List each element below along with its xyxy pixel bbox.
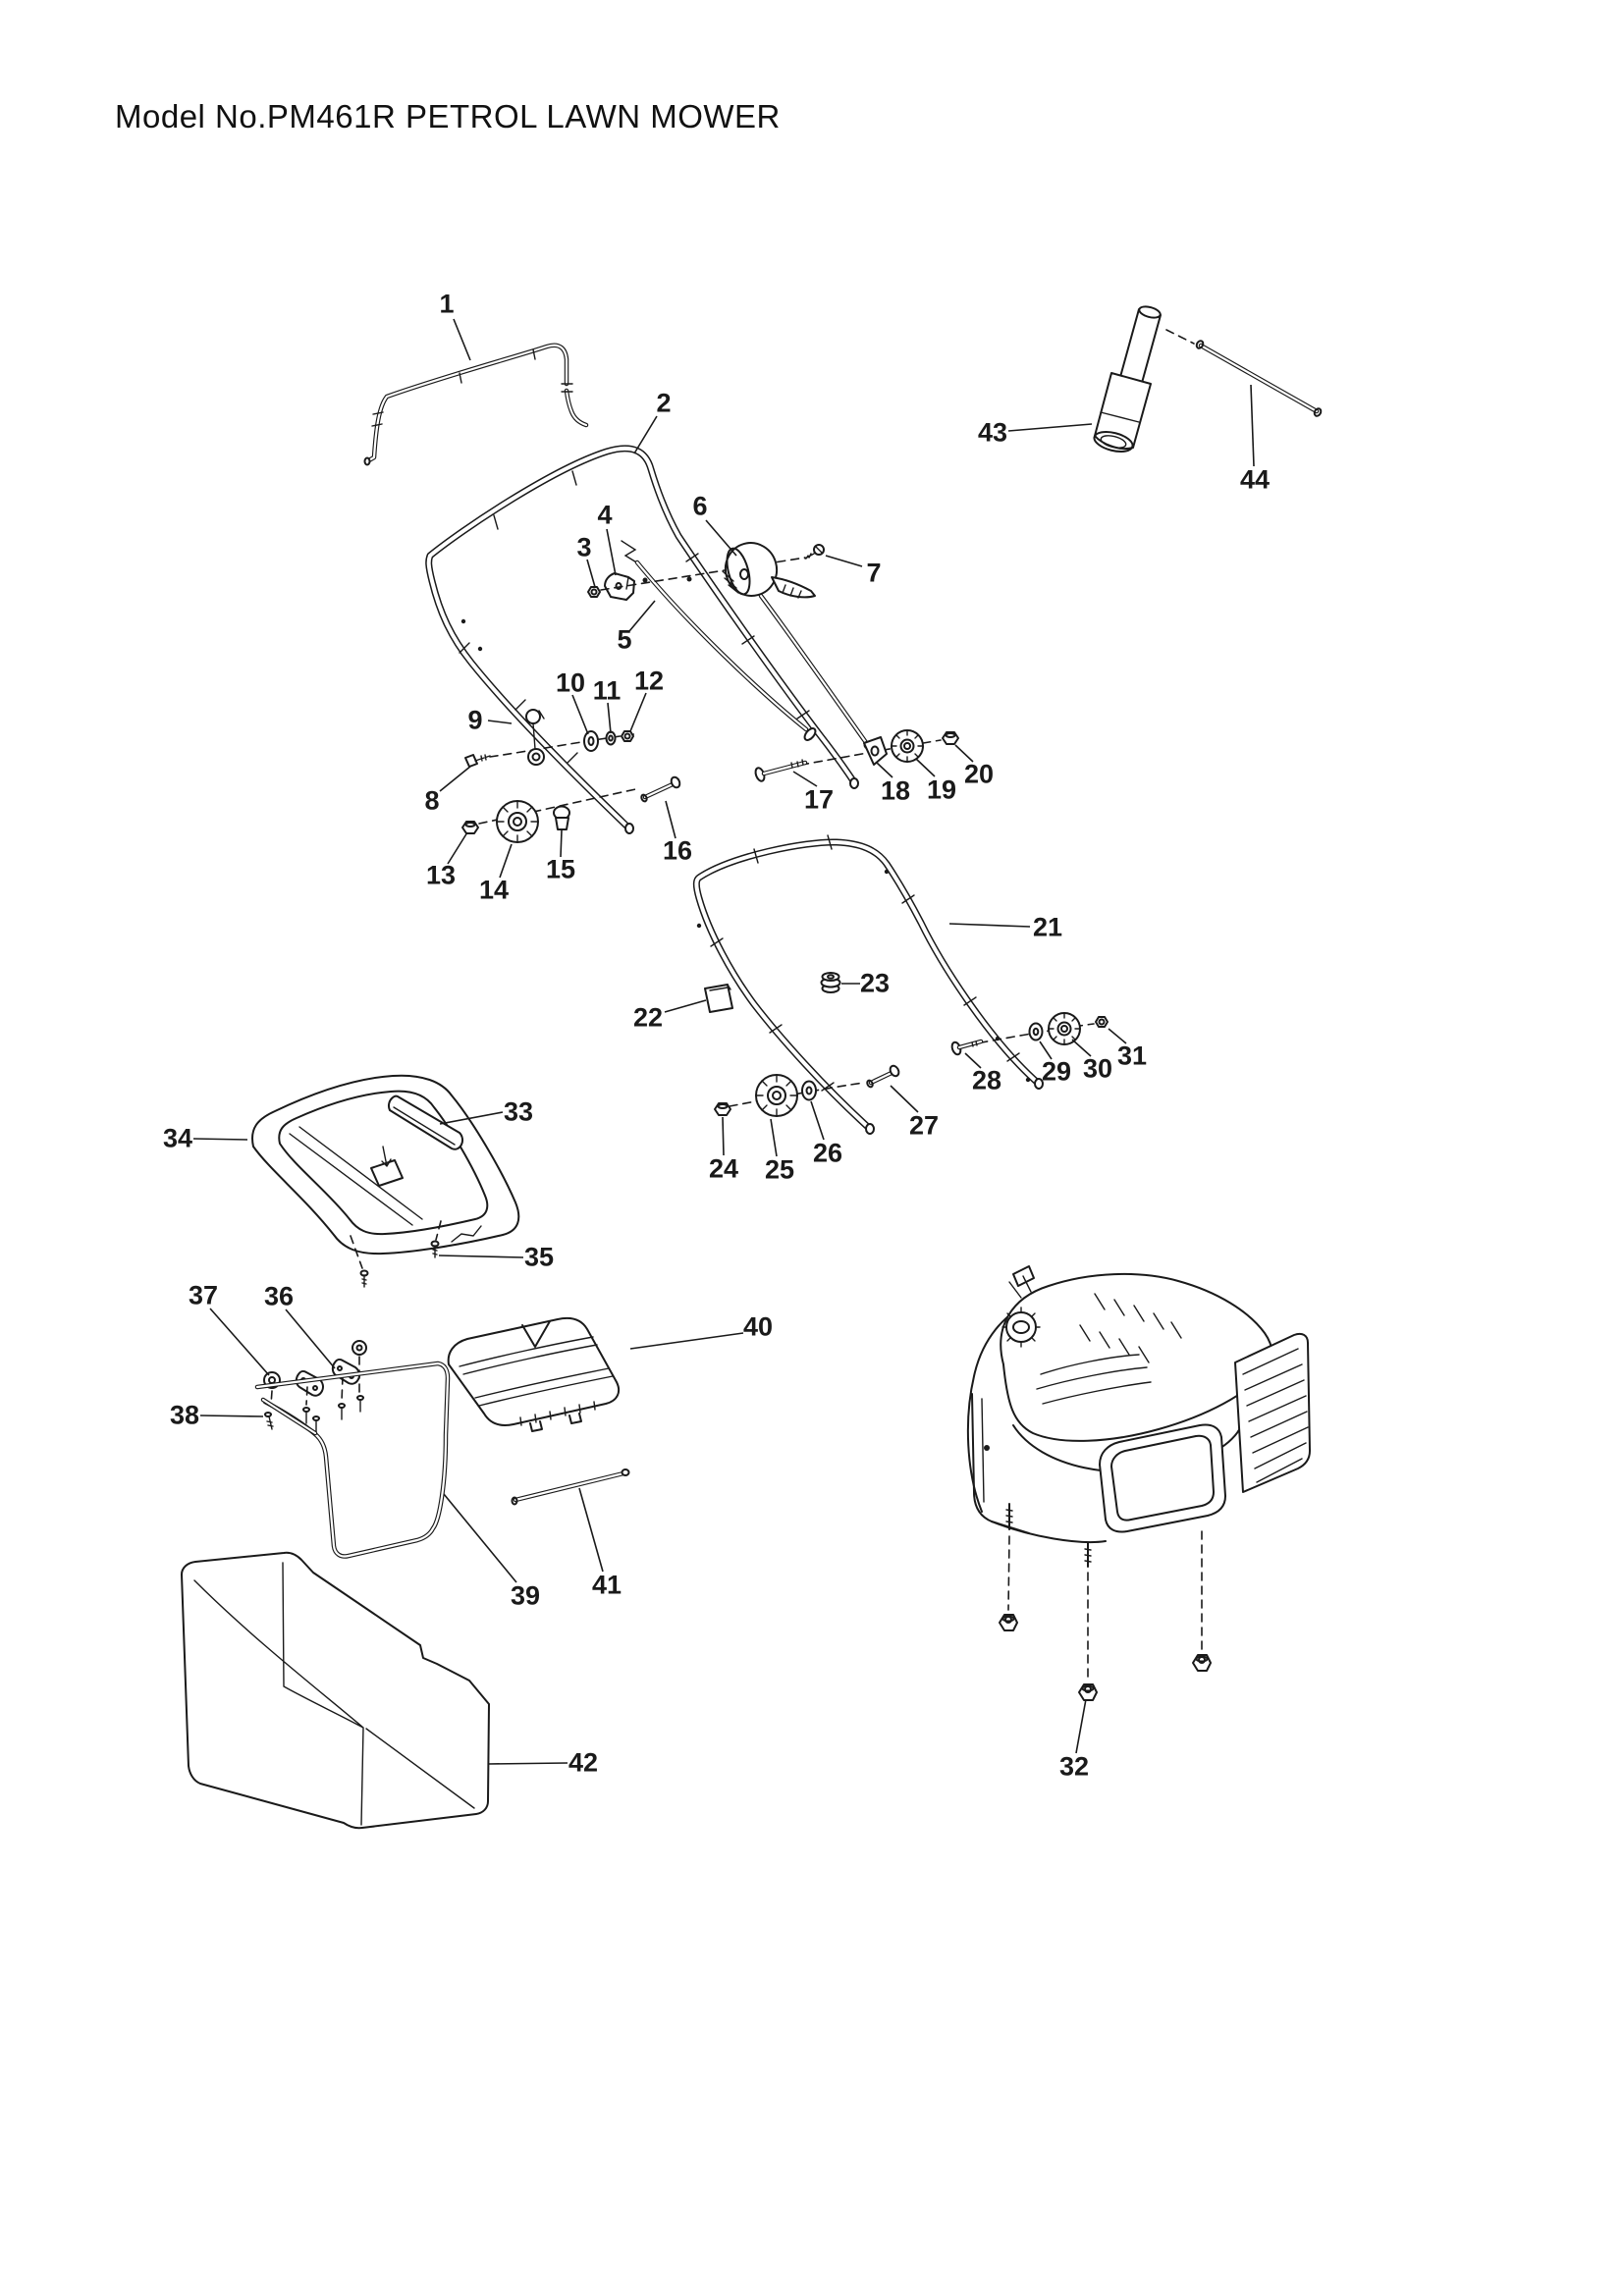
part-34-rear-cover bbox=[251, 1074, 520, 1255]
part-33-trim-strip bbox=[387, 1095, 464, 1150]
part-41-leader-line bbox=[578, 1487, 604, 1573]
part-25-leader-line bbox=[770, 1118, 778, 1157]
part-16-pin bbox=[640, 775, 681, 803]
part-39-bag-frame bbox=[254, 1361, 451, 1559]
part-13-leader-line bbox=[447, 831, 468, 865]
part-16-leader-line bbox=[665, 800, 676, 839]
part-42-grass-bag bbox=[181, 1551, 490, 1830]
part-22-leader-line bbox=[664, 999, 707, 1013]
part-19-star-wheel bbox=[891, 729, 924, 763]
part-22-cable-clip bbox=[704, 984, 733, 1013]
part-20-nut bbox=[942, 731, 959, 745]
part-43-leader-line bbox=[1007, 423, 1093, 432]
part-27-leader-line bbox=[890, 1085, 919, 1113]
part-8-leader-line bbox=[439, 765, 472, 792]
part-35-screws bbox=[350, 1220, 442, 1288]
part-5-leader-line bbox=[628, 600, 656, 632]
part-12-leader-line bbox=[629, 692, 647, 732]
part-25-star-knob bbox=[755, 1074, 798, 1117]
engine-assembly bbox=[966, 1265, 1311, 1682]
part-4-leader-line bbox=[606, 528, 617, 576]
frame-screws bbox=[270, 1356, 364, 1433]
part-6-throttle-lever bbox=[722, 542, 816, 599]
part-23-grommet bbox=[820, 972, 841, 993]
part-5-brake-cable bbox=[621, 540, 817, 741]
part-43-spark-plug-wrench bbox=[1093, 305, 1195, 453]
part-9-leader-line bbox=[487, 720, 513, 724]
part-14-leader-line bbox=[499, 843, 513, 879]
part-24-nut bbox=[714, 1102, 731, 1116]
part-21-lower-handle bbox=[692, 834, 1044, 1135]
part-18-spacer bbox=[863, 736, 888, 766]
part-14-star-knob bbox=[496, 800, 539, 843]
part-17-leader-line bbox=[792, 771, 818, 787]
part-34-leader-line bbox=[192, 1138, 248, 1141]
part-26-leader-line bbox=[810, 1100, 825, 1141]
assembly-axis-lower-left bbox=[729, 1082, 865, 1107]
part-15-carriage-bolt bbox=[553, 805, 570, 830]
part-33-leader-line bbox=[439, 1111, 504, 1125]
part-40-leader-line bbox=[629, 1332, 744, 1350]
part-36-leader-line bbox=[285, 1308, 336, 1369]
part-28-bolt bbox=[950, 1039, 984, 1056]
part-6-leader-line bbox=[705, 519, 737, 557]
part-3-leader-line bbox=[586, 559, 596, 588]
part-8-bolt bbox=[464, 754, 491, 768]
part-13-nut bbox=[461, 821, 479, 834]
part-35-leader-line bbox=[438, 1255, 524, 1258]
part-1-bail-bar bbox=[363, 343, 589, 466]
part-1-leader-line bbox=[453, 318, 471, 361]
throttle-cable bbox=[642, 576, 873, 750]
leader-lines-layer bbox=[192, 318, 1255, 1765]
part-42-leader-line bbox=[487, 1762, 568, 1765]
part-32-leader-line bbox=[1075, 1698, 1087, 1754]
part-41-rod bbox=[511, 1468, 630, 1506]
part-10-washer bbox=[583, 730, 599, 752]
part-30-leader-line bbox=[1071, 1039, 1092, 1057]
part-2-upper-handle bbox=[425, 445, 859, 834]
part-11-leader-line bbox=[607, 702, 612, 734]
part-30-star-wheel bbox=[1048, 1012, 1081, 1045]
part-28-leader-line bbox=[964, 1052, 982, 1069]
part-44-leader-line bbox=[1250, 384, 1255, 467]
part-drawings-layer bbox=[181, 305, 1323, 1830]
part-10-leader-line bbox=[571, 694, 589, 735]
part-19-leader-line bbox=[915, 758, 936, 777]
part-31-nut bbox=[1095, 1016, 1109, 1028]
part-7-screw bbox=[804, 544, 825, 560]
part-20-leader-line bbox=[954, 744, 974, 763]
part-21-leader-line bbox=[948, 923, 1031, 928]
part-29-washer bbox=[1028, 1022, 1044, 1041]
part-17-bolt bbox=[754, 759, 808, 782]
part-9-rope-guide bbox=[525, 709, 545, 766]
part-32-mounting-nuts bbox=[999, 1614, 1212, 1701]
part-3-nut bbox=[587, 586, 601, 598]
assembly-axis-upper-left bbox=[489, 733, 635, 758]
part-11-washer bbox=[605, 730, 617, 746]
part-38-leader-line bbox=[199, 1415, 264, 1417]
part-26-washer bbox=[801, 1080, 817, 1101]
part-27-pin bbox=[866, 1064, 900, 1089]
part-31-leader-line bbox=[1108, 1028, 1127, 1044]
part-39-leader-line bbox=[443, 1493, 517, 1583]
part-37-leader-line bbox=[209, 1308, 270, 1376]
part-38-screw bbox=[264, 1412, 274, 1430]
part-12-nut bbox=[621, 730, 634, 742]
part-18-leader-line bbox=[876, 762, 893, 778]
part-36-clamp-plates bbox=[295, 1340, 367, 1397]
part-40-bag-cover bbox=[447, 1316, 621, 1432]
part-7-leader-line bbox=[825, 555, 863, 567]
part-2-leader-line bbox=[633, 415, 658, 454]
part-44-tommy-bar bbox=[1195, 340, 1323, 417]
part-29-leader-line bbox=[1039, 1041, 1053, 1060]
part-15-leader-line bbox=[560, 829, 563, 858]
page-title: Model No.PM461R PETROL LAWN MOWER bbox=[115, 98, 781, 134]
part-24-leader-line bbox=[722, 1116, 725, 1156]
